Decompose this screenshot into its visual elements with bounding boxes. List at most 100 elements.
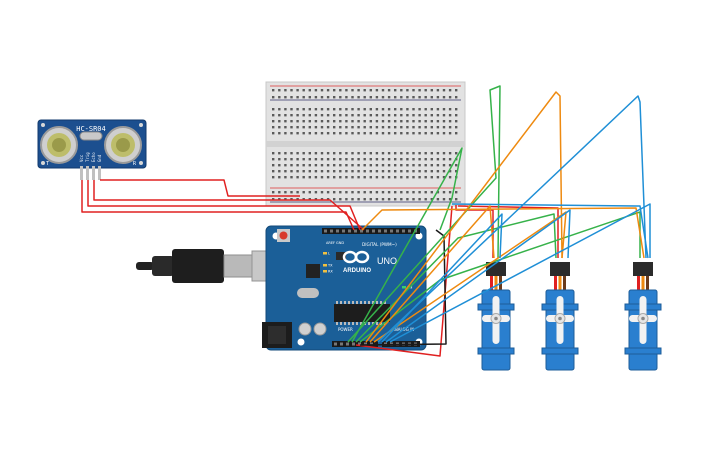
breadboard-hole bbox=[290, 126, 293, 129]
breadboard-hole bbox=[314, 96, 318, 99]
breadboard-hole bbox=[326, 176, 330, 179]
breadboard-hole bbox=[400, 164, 403, 167]
breadboard-hole bbox=[308, 114, 311, 117]
breadboard-hole bbox=[387, 176, 391, 179]
breadboard-hole bbox=[381, 164, 385, 167]
chip-pin bbox=[336, 322, 338, 325]
breadboard-hole bbox=[296, 96, 299, 99]
breadboard-hole bbox=[369, 96, 372, 99]
wire-red-rail-2 bbox=[457, 205, 559, 258]
breadboard-hole bbox=[326, 132, 330, 135]
breadboard-hole bbox=[394, 198, 397, 201]
breadboard-hole bbox=[333, 198, 336, 201]
reset-button[interactable] bbox=[279, 231, 288, 240]
breadboard-hole bbox=[345, 176, 348, 179]
breadboard-hole bbox=[369, 191, 372, 194]
chip-pin bbox=[372, 301, 374, 304]
breadboard-hole bbox=[448, 108, 452, 111]
breadboard-hole bbox=[333, 108, 336, 111]
breadboard-hole bbox=[326, 158, 330, 161]
breadboard-hole bbox=[387, 126, 391, 129]
breadboard-hole bbox=[302, 96, 305, 99]
breadboard-hole bbox=[387, 170, 391, 173]
breadboard-hole bbox=[436, 126, 440, 129]
aref-label: AREF bbox=[326, 241, 335, 245]
breadboard-hole bbox=[326, 170, 330, 173]
breadboard-hole bbox=[302, 176, 305, 179]
breadboard-hole bbox=[351, 89, 354, 92]
breadboard-hole bbox=[400, 158, 403, 161]
breadboard-hole bbox=[375, 126, 379, 129]
breadboard-hole bbox=[314, 152, 318, 155]
breadboard-hole bbox=[442, 96, 446, 99]
breadboard-hole bbox=[333, 152, 336, 155]
breadboard-hole bbox=[387, 152, 391, 155]
breadboard-hole bbox=[400, 170, 403, 173]
breadboard-hole bbox=[448, 89, 452, 92]
wire-blue-b bbox=[385, 209, 571, 343]
breadboard-hole bbox=[290, 176, 293, 179]
breadboard-hole bbox=[339, 170, 342, 173]
breadboard-hole bbox=[272, 89, 275, 92]
breadboard-hole bbox=[284, 152, 287, 155]
breadboard-hole bbox=[351, 120, 354, 123]
pin-label-gnd: Gnd bbox=[97, 154, 102, 162]
chip-pin bbox=[344, 301, 346, 304]
breadboard-hole bbox=[308, 198, 311, 201]
breadboard-hole bbox=[412, 96, 415, 99]
breadboard-hole bbox=[369, 152, 372, 155]
breadboard-hole bbox=[284, 198, 287, 201]
breadboard-hole bbox=[430, 198, 433, 201]
servo-lead-orange bbox=[494, 276, 498, 290]
breadboard-hole bbox=[339, 158, 342, 161]
breadboard-hole bbox=[326, 164, 330, 167]
breadboard-hole bbox=[326, 120, 330, 123]
breadboard-hole bbox=[406, 126, 409, 129]
breadboard-hole bbox=[308, 126, 311, 129]
breadboard-hole bbox=[296, 198, 299, 201]
servo-connector bbox=[633, 262, 653, 276]
header-pin bbox=[402, 229, 405, 233]
breadboard-hole bbox=[314, 170, 318, 173]
breadboard-hole bbox=[284, 170, 287, 173]
breadboard-hole bbox=[412, 126, 415, 129]
breadboard-hole bbox=[430, 96, 433, 99]
breadboard-hole bbox=[387, 158, 391, 161]
breadboard-hole bbox=[448, 126, 452, 129]
breadboard-hole bbox=[412, 198, 415, 201]
arduino-brand-label: ARDUINO bbox=[343, 268, 371, 274]
breadboard-hole bbox=[400, 198, 403, 201]
breadboard-hole bbox=[430, 132, 433, 135]
wire-blue-a bbox=[381, 213, 503, 343]
breadboard-hole bbox=[406, 198, 409, 201]
breadboard-hole bbox=[272, 198, 275, 201]
chip-pin bbox=[360, 301, 362, 304]
header-pin bbox=[366, 229, 369, 233]
breadboard-hole bbox=[448, 170, 452, 173]
breadboard-hole bbox=[308, 176, 311, 179]
breadboard-hole bbox=[375, 152, 379, 155]
breadboard-hole bbox=[436, 176, 440, 179]
breadboard-hole bbox=[455, 96, 458, 99]
breadboard-hole bbox=[375, 132, 379, 135]
breadboard-hole bbox=[375, 164, 379, 167]
breadboard-hole bbox=[418, 158, 421, 161]
breadboard-hole bbox=[314, 132, 318, 135]
breadboard-hole bbox=[400, 89, 403, 92]
led-l-label: L bbox=[328, 252, 330, 256]
wire-green-a bbox=[351, 147, 463, 343]
breadboard-hole bbox=[424, 170, 427, 173]
breadboard-hole bbox=[345, 152, 348, 155]
breadboard-hole bbox=[278, 96, 281, 99]
breadboard-hole bbox=[455, 191, 458, 194]
breadboard-hole bbox=[394, 191, 397, 194]
breadboard-hole bbox=[400, 108, 403, 111]
breadboard-hole bbox=[436, 96, 440, 99]
chip-pin bbox=[364, 301, 366, 304]
chip-pin bbox=[356, 322, 358, 325]
breadboard-hole bbox=[351, 152, 354, 155]
breadboard-hole bbox=[418, 126, 421, 129]
breadboard-hole bbox=[442, 158, 446, 161]
breadboard-hole bbox=[351, 191, 354, 194]
breadboard-hole bbox=[381, 126, 385, 129]
